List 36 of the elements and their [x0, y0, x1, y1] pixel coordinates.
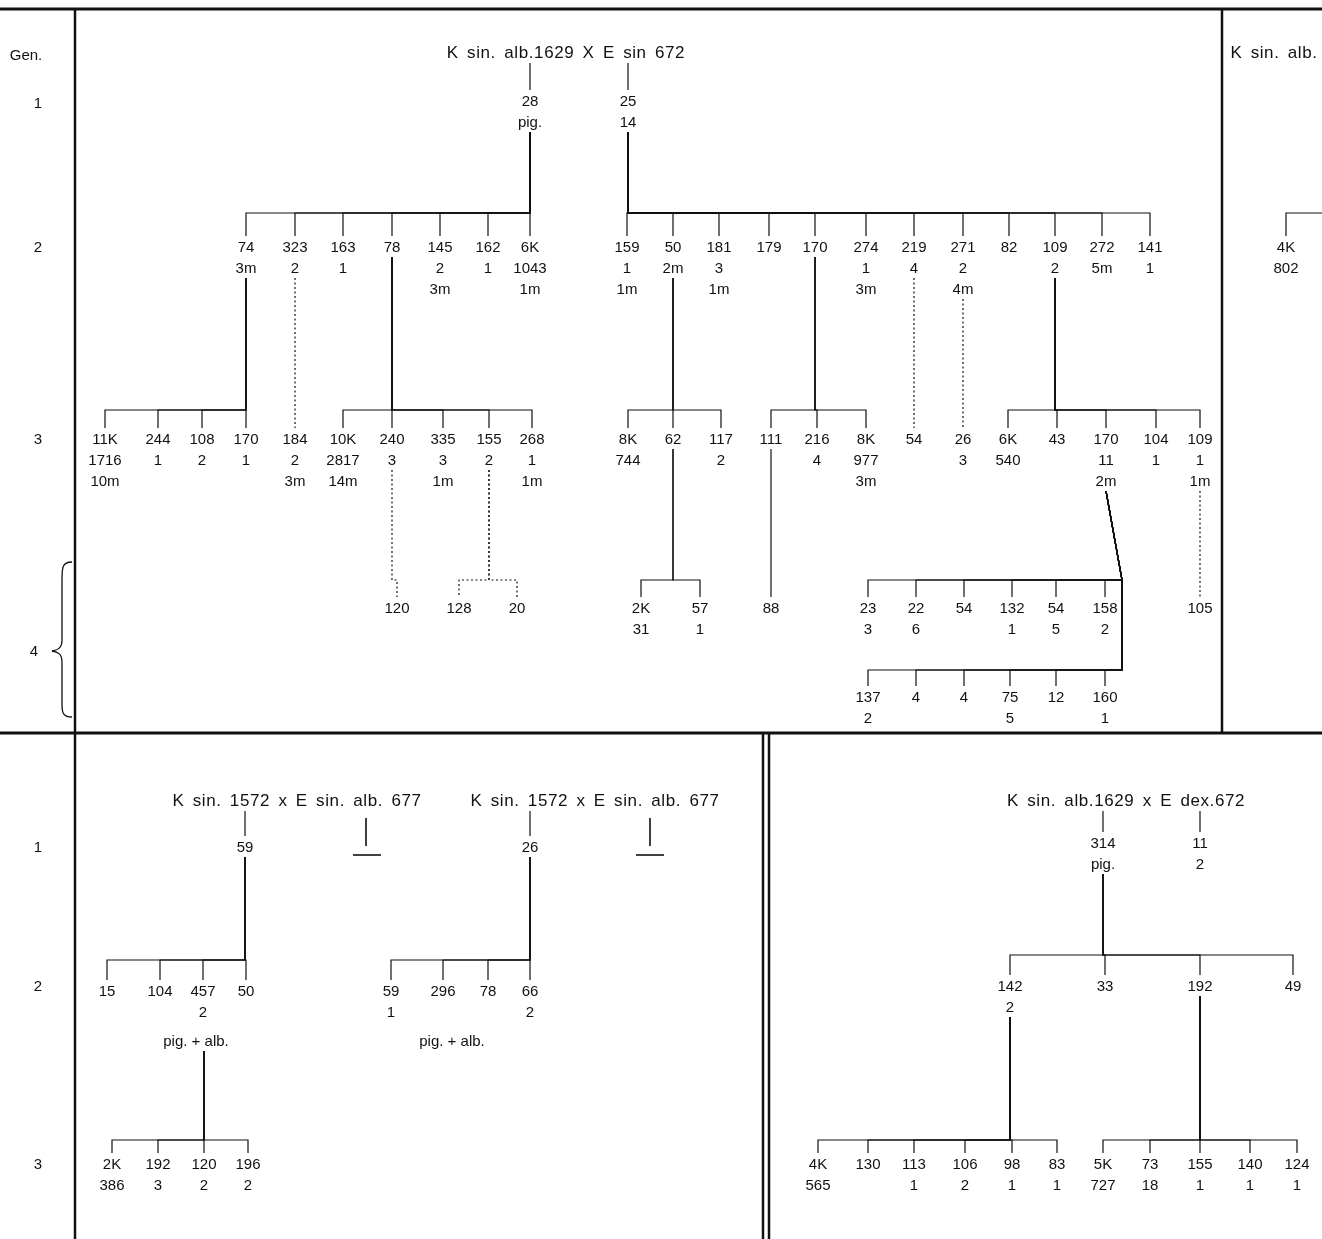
pedigree-line	[529, 131, 531, 237]
pedigree-line	[1199, 995, 1298, 1154]
generation-label: 3	[33, 1154, 43, 1174]
pedigree-line	[1199, 810, 1201, 833]
pedigree-line	[203, 1050, 249, 1154]
pedigree-line	[391, 469, 398, 598]
generation-label: 2	[33, 237, 43, 257]
pedigree-line	[529, 810, 531, 837]
pedigree-line	[244, 810, 246, 837]
generation-label: 2	[33, 976, 43, 996]
pedigree-line	[245, 277, 247, 429]
generation-label: 3	[33, 429, 43, 449]
pedigree-line	[244, 856, 247, 981]
pedigree-line	[391, 256, 533, 429]
pedigree-line	[627, 62, 629, 91]
generation-label: Gen.	[9, 45, 43, 65]
pedigree-line	[529, 856, 531, 981]
pedigree-line	[529, 62, 531, 91]
pedigree-line	[1285, 212, 1322, 237]
pedigree-line	[1009, 1016, 1058, 1154]
pedigree-line	[1199, 490, 1201, 598]
pedigree-line	[1104, 490, 1123, 687]
pedigree-line	[1102, 810, 1104, 833]
pedigree-line	[962, 298, 964, 429]
pedigree-line	[913, 277, 915, 429]
pedigree-line	[294, 277, 296, 429]
generation-label: 1	[33, 837, 43, 857]
pedigree-line	[672, 448, 701, 598]
pedigree-line	[770, 448, 772, 598]
generation-label: 4	[29, 641, 39, 661]
pedigree-line	[1054, 277, 1201, 429]
pedigree-line	[672, 277, 722, 429]
pedigree-line	[488, 469, 518, 598]
generation-label: 1	[33, 93, 43, 113]
pedigree-line	[814, 256, 867, 429]
pedigree-line	[1102, 873, 1294, 976]
